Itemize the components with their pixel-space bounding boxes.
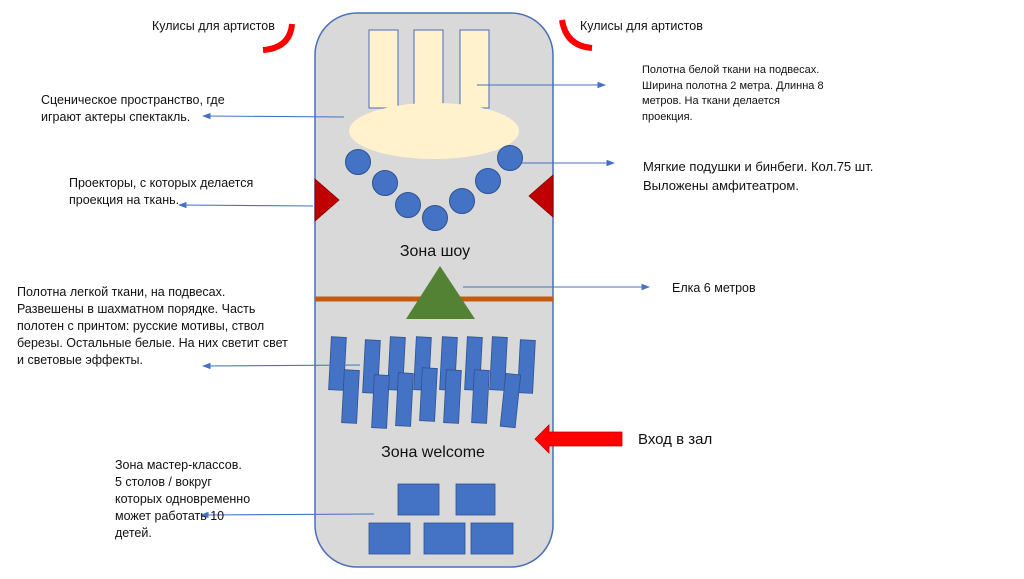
light-fabric-panel [499, 372, 522, 429]
leader-line-masterclass [199, 511, 375, 519]
label-pillows: Мягкие подушки и бинбеги. Кол.75 шт. Выл… [643, 159, 874, 193]
label-entrance: Вход в зал [638, 431, 713, 448]
entrance-arrow-icon [534, 424, 623, 454]
backstage-arc-right [559, 19, 593, 51]
zone-welcome-title: Зона welcome [381, 444, 485, 461]
label-masterclass: Зона мастер-классов. 5 столов / вокруг к… [115, 458, 251, 540]
light-fabric-panel [489, 336, 508, 391]
table [397, 483, 440, 516]
stage-area [349, 103, 519, 159]
light-fabric-panel [341, 369, 360, 424]
leader-lines [177, 81, 651, 519]
leader-line-projectors [177, 201, 314, 209]
table [470, 522, 514, 555]
projector-left [314, 178, 340, 222]
leader-line-light-fabric [201, 362, 361, 370]
label-tree: Елка 6 метров [672, 281, 756, 295]
table [368, 522, 411, 555]
white-fabric-panel [459, 29, 490, 109]
label-backstage-right: Кулисы для артистов [580, 19, 703, 33]
pillow [372, 170, 398, 196]
light-fabric-panel [443, 369, 462, 424]
white-fabric-panel [368, 29, 399, 109]
label-white-fabric: Полотна белой ткани на подвесах. Ширина … [642, 64, 824, 123]
christmas-tree [406, 266, 475, 319]
label-light-fabric: Полотна легкой ткани, на подвесах. Разве… [17, 285, 288, 367]
label-stage-space: Сценическое пространство, где играют акт… [41, 93, 225, 124]
pillow [395, 192, 421, 218]
backstage-arc-left [262, 23, 295, 53]
pillow [449, 188, 475, 214]
light-fabric-panels [328, 336, 536, 429]
light-fabric-panel [517, 339, 536, 394]
light-fabric-panel [395, 372, 414, 427]
pillow [497, 145, 523, 171]
white-fabric-panels [368, 29, 490, 109]
projector-right [528, 174, 554, 218]
label-projectors: Проекторы, с которых делается проекция н… [69, 176, 254, 207]
pillow [475, 168, 501, 194]
light-fabric-panel [371, 374, 390, 429]
table [455, 483, 496, 516]
label-backstage-left: Кулисы для артистов [152, 19, 275, 33]
zone-show-title: Зона шоу [399, 243, 471, 260]
light-fabric-panel [328, 336, 347, 391]
pillow [422, 205, 448, 231]
leader-line-stage [201, 112, 345, 120]
tables-group [368, 483, 514, 555]
light-fabric-panel [471, 369, 490, 424]
pillow [345, 149, 371, 175]
pillows-group [345, 145, 523, 231]
light-fabric-panel [419, 367, 438, 422]
white-fabric-panel [413, 29, 444, 109]
table [423, 522, 466, 555]
